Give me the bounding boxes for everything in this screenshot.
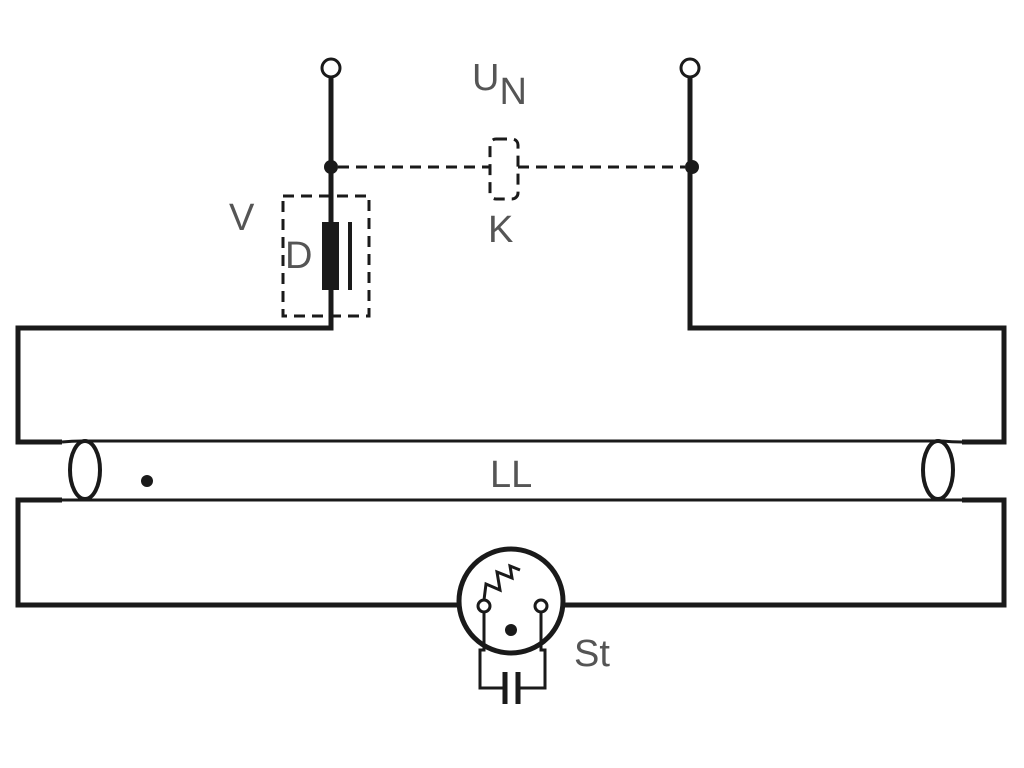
lamp-right-electrode: [921, 439, 955, 501]
lamp-left-cap-outline: [61, 439, 83, 502]
lamp-indicator-dot: [141, 475, 153, 487]
starter-bimetal-strip: [482, 563, 521, 601]
right-supply-wire: [687, 77, 1007, 445]
compensation-label: K: [488, 209, 513, 251]
starter-capacitor-lead-right: [518, 612, 547, 690]
supply-voltage-main: U: [472, 57, 499, 99]
ballast-enclosure: [281, 194, 371, 318]
lamp-left-electrode: [68, 439, 102, 501]
starter-bulb: [456, 546, 566, 656]
lamp-right-cap-outline: [941, 439, 963, 502]
starter-label: St: [574, 633, 610, 675]
starter-contact-right: [533, 598, 549, 614]
supply-voltage-subscript: N: [499, 71, 526, 113]
choke-coil-symbol: [322, 222, 339, 290]
compensation-capacitor-symbol: [488, 137, 520, 201]
supply-terminal-right: [679, 57, 701, 79]
lower-circuit-wire-right: [563, 497, 1007, 608]
supply-voltage-label: UN: [472, 57, 527, 113]
supply-terminal-left: [320, 57, 342, 79]
junction-node-left: [324, 160, 338, 174]
left-circuit-wire-top: [15, 290, 334, 445]
starter-capacitor-lead-left: [478, 612, 505, 690]
choke-label: D: [285, 235, 312, 277]
starter-center-dot: [505, 624, 517, 636]
junction-node-right: [685, 160, 699, 174]
starter-contact-left: [476, 598, 492, 614]
ballast-label: V: [229, 197, 255, 239]
lamp-label: LL: [490, 454, 532, 496]
lower-circuit-wire-left: [15, 497, 460, 608]
